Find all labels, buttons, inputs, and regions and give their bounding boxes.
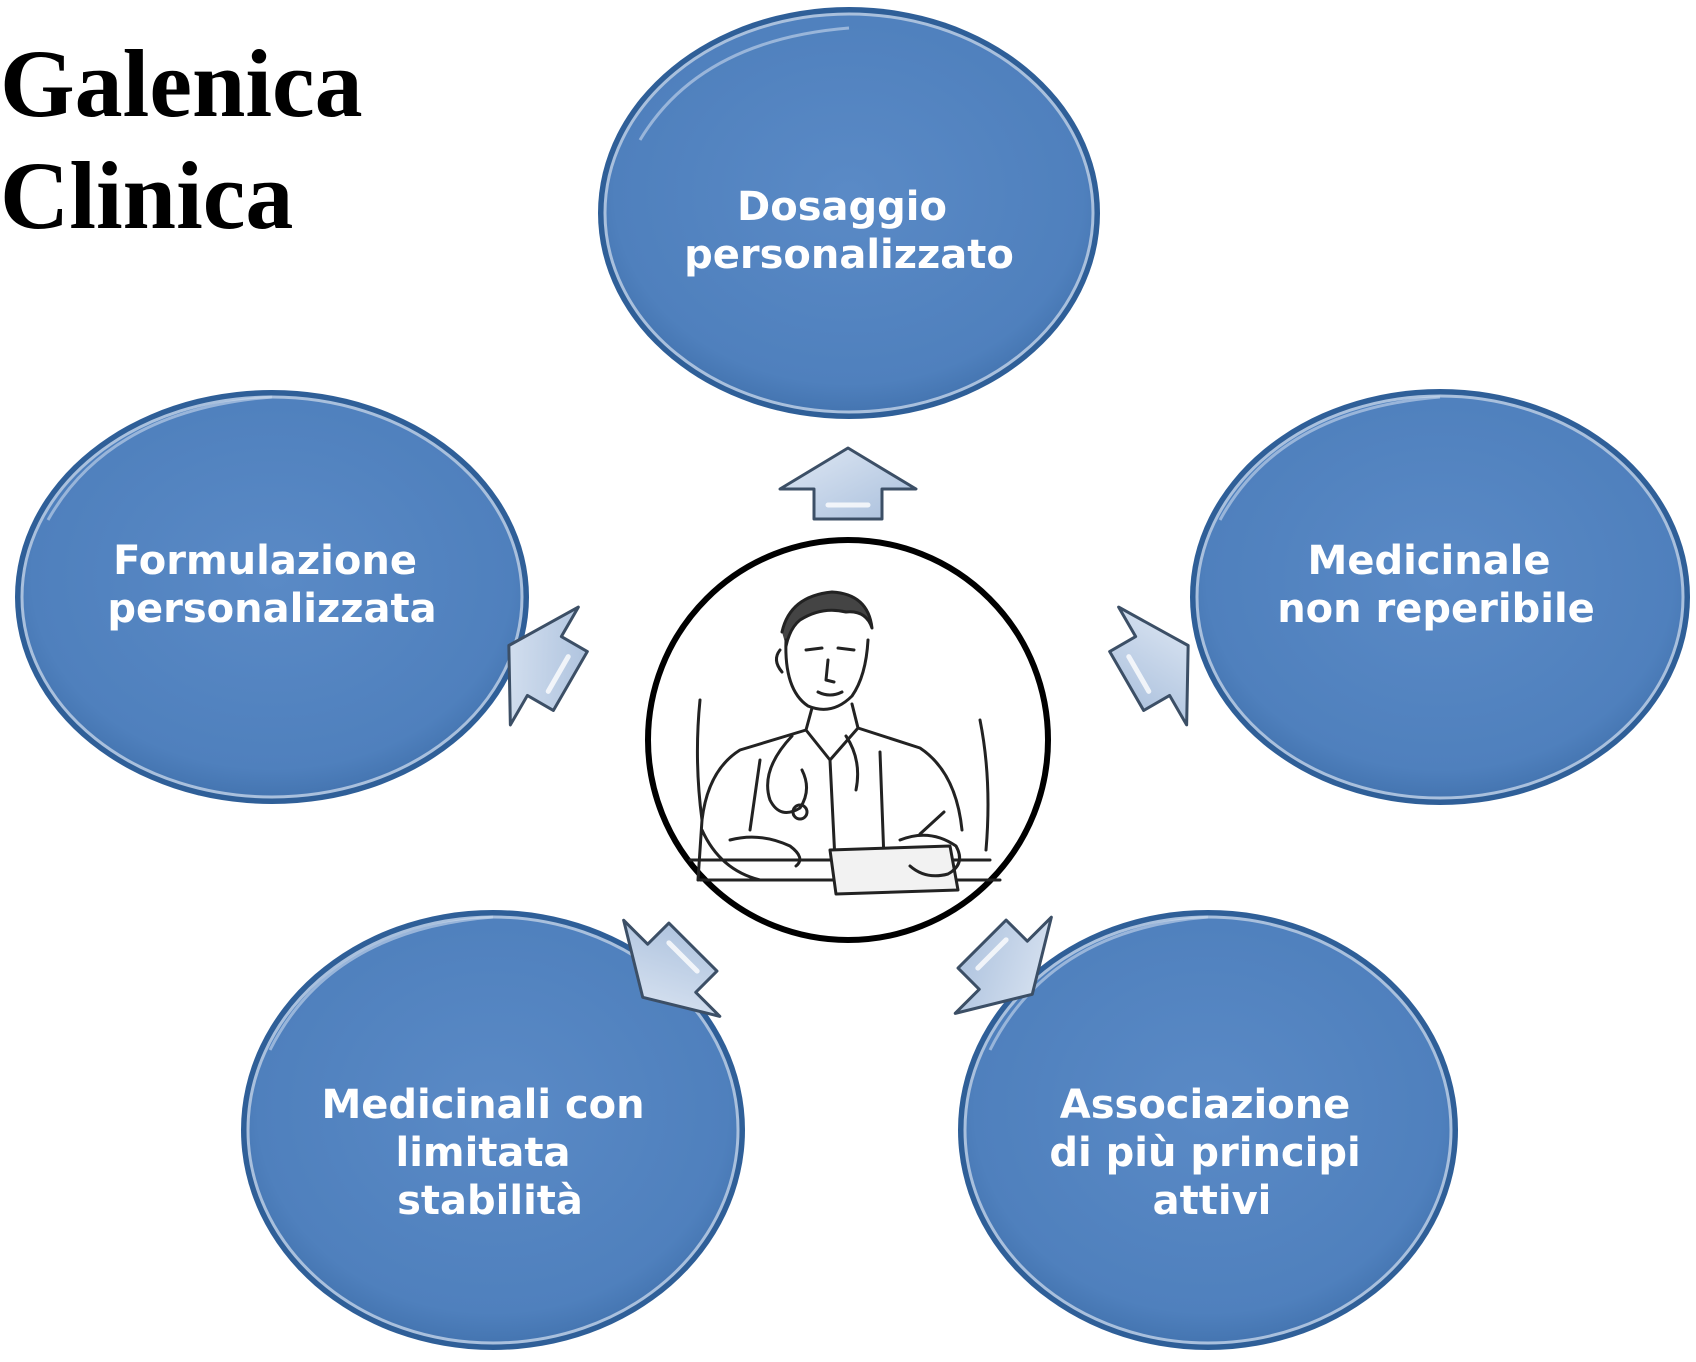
bubble-bottom-left-line-1: Medicinali con — [321, 1082, 644, 1128]
svg-text:Dosaggio personalizzat: Dosaggio personalizzato — [684, 184, 1014, 278]
bubble-left-line-2: personalizzata — [107, 586, 436, 632]
bubble-left-line-1: Formulazione — [113, 538, 417, 584]
svg-text:Formulazione personali: Formulazione personalizzata — [107, 538, 436, 632]
bubble-right-line-1: Medicinale — [1308, 538, 1551, 584]
arrow-up-icon — [778, 446, 918, 521]
doctor-writing-prescription-icon — [688, 590, 1002, 896]
bubble-bottom-left: Medicinali con limitata stabilità — [241, 910, 745, 1350]
arrow-right-up-icon — [1108, 605, 1190, 727]
bubble-top: Dosaggio personalizzato — [598, 7, 1100, 419]
bubble-bottom-right-line-3: attivi — [1153, 1178, 1272, 1224]
bubble-bottom-left-line-3: stabilità — [397, 1178, 583, 1224]
svg-text:Associazione di più pr: Associazione di più principi attivi — [1049, 1082, 1374, 1224]
arrow-left-up-icon — [507, 605, 589, 727]
bubble-top-line-1: Dosaggio — [737, 184, 947, 230]
arrow-right-down-icon — [953, 915, 1053, 1015]
svg-text:Medicinale non reperib: Medicinale non reperibile — [1277, 538, 1595, 632]
title-line-1: Galenica — [0, 30, 363, 137]
bubble-bottom-right-line-1: Associazione — [1060, 1082, 1351, 1128]
svg-text:Medicinali con limitat: Medicinali con limitata stabilità — [321, 1082, 658, 1224]
title-line-2: Clinica — [0, 142, 294, 249]
bubble-bottom-right: Associazione di più principi attivi — [958, 910, 1458, 1350]
bubble-bottom-left-line-2: limitata — [396, 1130, 571, 1176]
arrow-left-down-icon — [622, 918, 722, 1018]
bubble-bottom-right-line-2: di più principi — [1049, 1130, 1360, 1176]
bubble-right-line-2: non reperibile — [1277, 586, 1595, 632]
bubble-left: Formulazione personalizzata — [15, 390, 529, 804]
bubble-top-line-2: personalizzato — [684, 232, 1014, 278]
slide-title: Galenica Clinica — [0, 28, 363, 252]
bubble-right: Medicinale non reperibile — [1190, 389, 1690, 805]
